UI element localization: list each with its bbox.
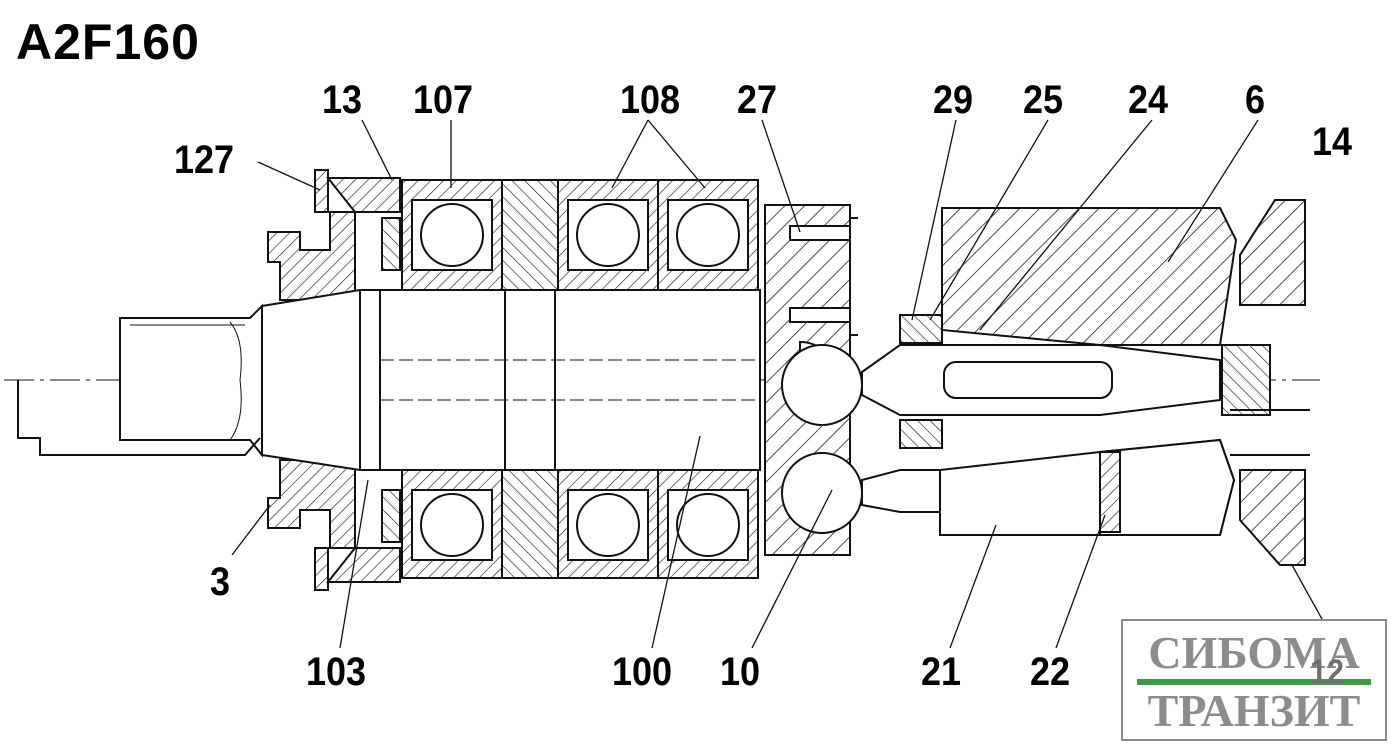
callout-10: 10 xyxy=(720,650,761,694)
callout-24: 24 xyxy=(1128,78,1169,122)
drive-flange xyxy=(764,204,863,556)
logo-line-2: ТРАНЗИТ xyxy=(1147,685,1361,736)
cylinder-block xyxy=(899,207,1238,536)
end-housing xyxy=(1221,199,1310,566)
logo-accent-bar xyxy=(1137,679,1371,685)
callout-22: 22 xyxy=(1030,650,1071,694)
leader-lines xyxy=(231,119,1339,649)
piston-rods xyxy=(861,344,1221,513)
model-title: A2F160 xyxy=(16,14,200,70)
callout-29: 29 xyxy=(933,78,974,122)
callout-13: 13 xyxy=(322,78,363,122)
callout-3: 3 xyxy=(210,560,231,604)
callout-6: 6 xyxy=(1245,78,1266,122)
drive-shaft xyxy=(17,303,263,458)
callout-14: 14 xyxy=(1312,120,1353,164)
bearings-top xyxy=(401,179,759,291)
seal-ring xyxy=(381,217,401,543)
main-shaft xyxy=(261,289,761,471)
callout-127: 127 xyxy=(174,138,235,182)
callout-100: 100 xyxy=(612,650,673,694)
callout-108: 108 xyxy=(620,78,681,122)
logo-line-1: СИБОМА xyxy=(1148,627,1360,678)
callout-103: 103 xyxy=(306,650,367,694)
bearings-bottom xyxy=(401,469,759,579)
callout-21: 21 xyxy=(921,650,962,694)
callout-107: 107 xyxy=(413,78,474,122)
callout-27: 27 xyxy=(737,78,778,122)
company-logo: СИБОМА ТРАНЗИТ xyxy=(1121,619,1387,741)
front-cover xyxy=(267,169,401,591)
callout-12: 12 xyxy=(1310,653,1345,691)
callout-25: 25 xyxy=(1023,78,1064,122)
